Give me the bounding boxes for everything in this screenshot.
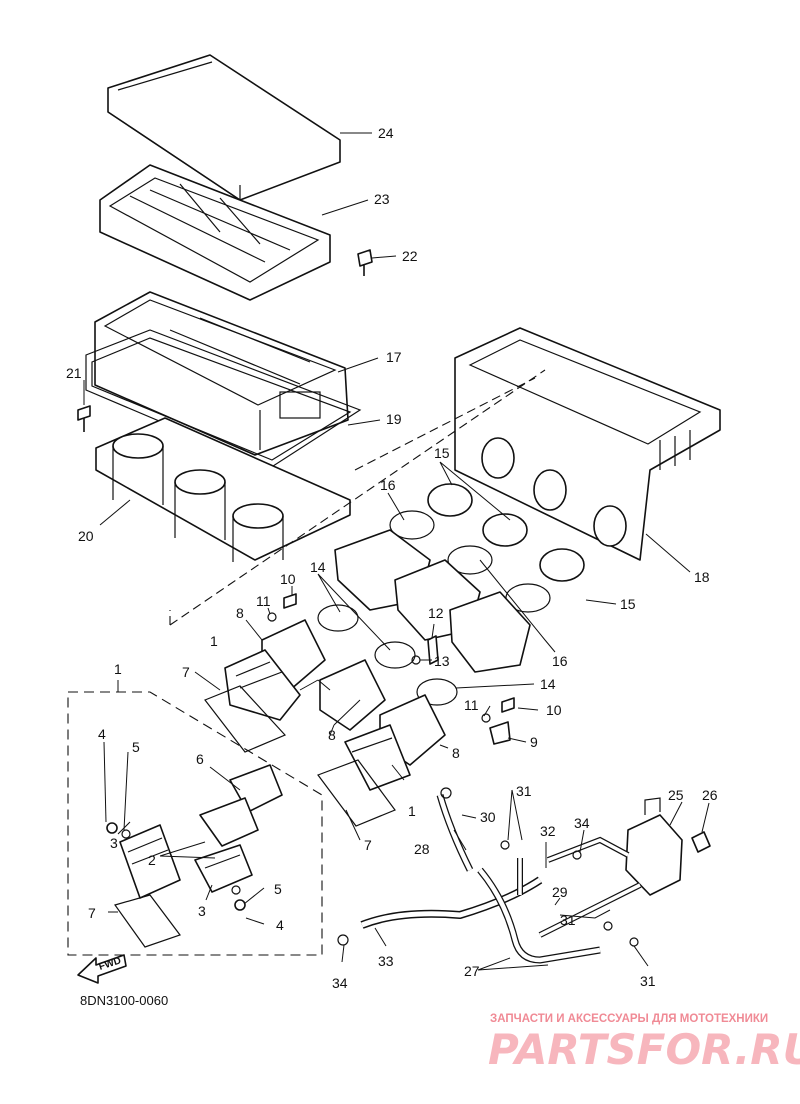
callout-31-bottom: 31 xyxy=(640,973,656,989)
callout-14-lower: 14 xyxy=(540,676,556,692)
carburetor-assembly xyxy=(334,529,531,673)
air-box-case-17 xyxy=(94,291,349,456)
callout-7-upper: 7 xyxy=(182,664,190,680)
callout-3-lower: 3 xyxy=(198,903,206,919)
leader-lines xyxy=(83,132,710,971)
callout-27: 27 xyxy=(464,963,480,979)
callout-11-lower: 11 xyxy=(464,697,479,713)
fwd-arrow-icon: FWD xyxy=(77,954,127,984)
diagram-code: 8DN3100-0060 xyxy=(80,993,168,1008)
intake-base-plate-20 xyxy=(95,417,351,562)
callout-8-middle: 8 xyxy=(328,727,336,743)
callout-23: 23 xyxy=(374,191,390,207)
callout-30: 30 xyxy=(480,809,496,825)
assembly-outline-1 xyxy=(67,369,546,956)
carburetor-joint-15 xyxy=(427,483,585,582)
hardware-bolts xyxy=(77,249,515,745)
joint-clamp-16 xyxy=(389,510,551,613)
callout-31-top: 31 xyxy=(516,783,532,799)
callout-4-upper: 4 xyxy=(98,726,106,742)
callout-16-upper: 16 xyxy=(380,477,396,493)
callout-13: 13 xyxy=(434,653,450,669)
hoses xyxy=(337,787,642,964)
callout-16-lower: 16 xyxy=(552,653,568,669)
callout-5-upper: 5 xyxy=(132,739,140,755)
callout-9: 9 xyxy=(530,734,538,750)
callout-18: 18 xyxy=(694,569,710,585)
callout-1-dashed: 1 xyxy=(114,661,122,677)
gasket-19 xyxy=(85,329,362,469)
air-filter-cover-24 xyxy=(107,54,341,201)
callout-1-lower: 1 xyxy=(408,803,416,819)
callout-22: 22 xyxy=(402,248,418,264)
callout-3-upper: 3 xyxy=(110,835,118,851)
watermark-tagline: ЗАПЧАСТИ И АКСЕССУАРЫ ДЛЯ МОТОТЕХНИКИ xyxy=(490,1013,768,1025)
reed-valve-block-1 xyxy=(224,649,411,791)
reed-gasket-7 xyxy=(114,685,396,948)
valve-block-25 xyxy=(625,797,711,896)
callout-numbers: 24 23 22 17 21 19 15 16 20 18 14 10 15 1… xyxy=(66,125,718,991)
callout-29: 29 xyxy=(552,884,568,900)
callout-11-upper: 11 xyxy=(256,593,271,609)
callout-12: 12 xyxy=(428,605,444,621)
watermark-brand: PARTSFOR.RU xyxy=(488,1025,800,1074)
watermark: ЗАПЧАСТИ И АКСЕССУАРЫ ДЛЯ МОТОТЕХНИКИ PA… xyxy=(488,1013,800,1074)
callout-8-lower: 8 xyxy=(452,745,460,761)
callout-31-middle: 31 xyxy=(560,912,576,928)
callout-28: 28 xyxy=(414,841,430,857)
clamp-14 xyxy=(317,604,458,706)
callout-25: 25 xyxy=(668,787,684,803)
callout-4-lower: 4 xyxy=(276,917,284,933)
callout-14-upper: 14 xyxy=(310,559,326,575)
callout-10-upper: 10 xyxy=(280,571,296,587)
callout-21: 21 xyxy=(66,365,82,381)
callout-26: 26 xyxy=(702,787,718,803)
callout-7-lower: 7 xyxy=(88,905,96,921)
callout-32: 32 xyxy=(540,823,556,839)
callout-20: 20 xyxy=(78,528,94,544)
callout-34-right: 34 xyxy=(574,815,590,831)
callout-34-left: 34 xyxy=(332,975,348,991)
callout-7-middle: 7 xyxy=(364,837,372,853)
callout-15-lower: 15 xyxy=(620,596,636,612)
air-filter-element-23 xyxy=(99,164,331,301)
callout-2: 2 xyxy=(148,852,156,868)
reed-valve-exploded xyxy=(106,764,283,911)
callout-6: 6 xyxy=(196,751,204,767)
callout-10-lower: 10 xyxy=(546,702,562,718)
callout-1-upper: 1 xyxy=(210,633,218,649)
callout-19: 19 xyxy=(386,411,402,427)
callout-33: 33 xyxy=(378,953,394,969)
callout-24: 24 xyxy=(378,125,394,141)
callout-15-upper: 15 xyxy=(434,445,450,461)
callout-5-lower: 5 xyxy=(274,881,282,897)
callout-8-upper: 8 xyxy=(236,605,244,621)
callout-17: 17 xyxy=(386,349,402,365)
